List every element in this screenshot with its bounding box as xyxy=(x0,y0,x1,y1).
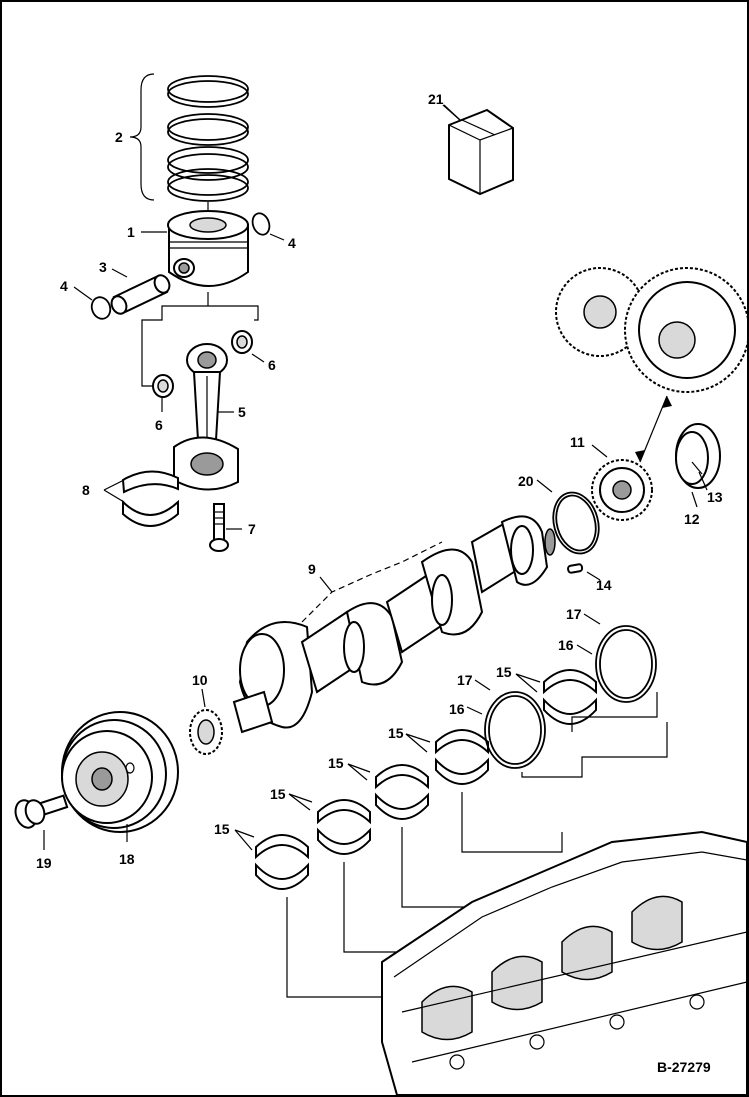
callout-12: 12 xyxy=(684,511,700,527)
crankshaft-icon xyxy=(238,515,556,729)
callout-5: 5 xyxy=(238,404,246,420)
callout-18: 18 xyxy=(119,851,135,867)
piston-pin-icon xyxy=(110,274,171,315)
callout-7: 7 xyxy=(248,521,256,537)
callout-20: 20 xyxy=(518,473,534,489)
callout-21: 21 xyxy=(428,91,444,107)
thrust-washer-icon xyxy=(675,423,721,489)
rod-bolt-icon xyxy=(209,503,229,552)
snap-ring-icon xyxy=(90,212,271,320)
callout-15e: 15 xyxy=(496,664,512,680)
piston-rings-icon xyxy=(129,73,249,202)
callout-8: 8 xyxy=(82,482,90,498)
callout-3: 3 xyxy=(99,259,107,275)
callout-11: 11 xyxy=(570,434,585,450)
callout-6a: 6 xyxy=(268,357,276,373)
callout-6b: 6 xyxy=(155,417,163,433)
seal-ring-icon xyxy=(552,491,600,555)
engine-block-icon xyxy=(381,830,747,1095)
callout-leaders xyxy=(43,104,708,851)
callout-1: 1 xyxy=(127,224,135,240)
callout-9: 9 xyxy=(308,561,316,577)
callout-10: 10 xyxy=(192,672,208,688)
main-bearing-icon xyxy=(255,625,657,890)
reference-code: B-27279 xyxy=(657,1059,711,1075)
kit-box-icon xyxy=(448,108,514,196)
pulley-icon xyxy=(61,711,179,833)
callout-16b: 16 xyxy=(449,701,465,717)
callout-17b: 17 xyxy=(457,672,473,688)
pulley-bolt-icon xyxy=(14,794,69,829)
key-icon xyxy=(567,563,584,574)
callout-4a: 4 xyxy=(288,235,296,251)
callout-19: 19 xyxy=(36,855,52,871)
piston-icon xyxy=(167,210,249,287)
connecting-rod-icon xyxy=(173,343,239,491)
callout-14: 14 xyxy=(596,577,612,593)
callout-2: 2 xyxy=(115,129,123,145)
callout-4b: 4 xyxy=(60,278,68,294)
callout-17a: 17 xyxy=(566,606,582,622)
timing-gear-icon xyxy=(555,267,747,521)
bushing-icon xyxy=(152,330,253,398)
callout-15c: 15 xyxy=(328,755,344,771)
rod-bearing-icon xyxy=(121,470,179,527)
callout-13: 13 xyxy=(707,489,723,505)
crank-gear-icon xyxy=(189,690,274,755)
callout-16a: 16 xyxy=(558,637,574,653)
callout-15b: 15 xyxy=(270,786,286,802)
callout-15d: 15 xyxy=(388,725,404,741)
callout-15a: 15 xyxy=(214,821,230,837)
